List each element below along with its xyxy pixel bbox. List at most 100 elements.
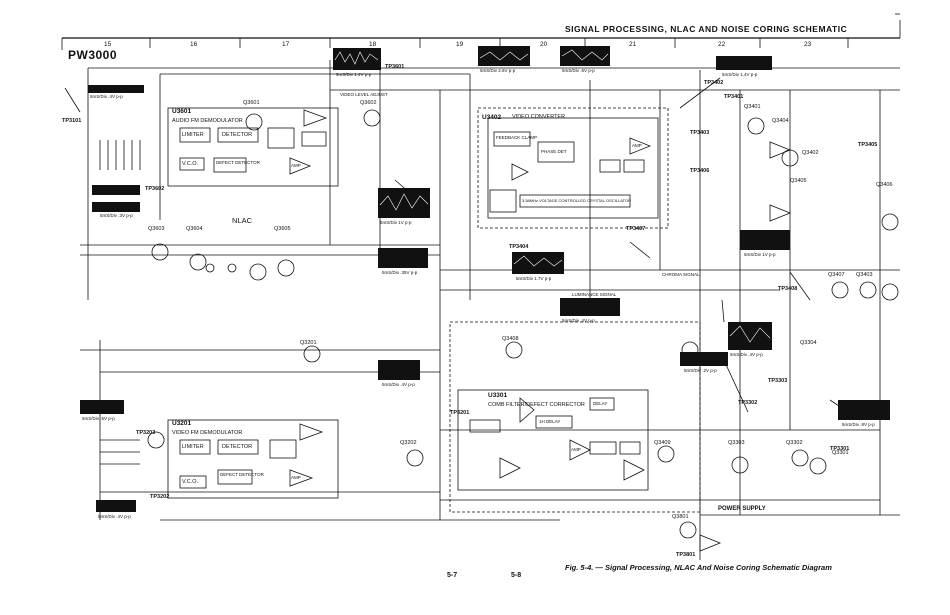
- test-point-label: TP3302: [738, 400, 758, 406]
- test-point-label: TP3406: [690, 168, 710, 174]
- u3201-defect: DEFECT DETECTOR: [220, 472, 264, 477]
- test-point-label: TP3403: [690, 130, 710, 136]
- u3201-ref: U3201: [172, 420, 192, 427]
- u3402-feedback: FEEDBACK CLAMP: [496, 135, 538, 140]
- test-point-label: TP3407: [626, 226, 646, 232]
- u3601-detector: DETECTOR: [222, 132, 253, 138]
- test-point-label: TP3401: [724, 94, 744, 100]
- transistor-label: Q3301: [832, 450, 849, 456]
- schematic-title: SIGNAL PROCESSING, NLAC AND NOISE CORING…: [565, 24, 848, 34]
- page-number-left: 5-7: [447, 572, 458, 579]
- scope-label: 5mS/Div 1V p-p: [380, 220, 412, 225]
- transistor-label: Q3602: [360, 100, 377, 106]
- transistor-label: Q3603: [148, 226, 165, 232]
- test-point-label: TP3801: [676, 552, 696, 558]
- scope-label: 5mS/Div 2.6V p-p: [480, 68, 516, 73]
- u3201-detector: DETECTOR: [222, 444, 253, 450]
- u3201-name: VIDEO FM DEMODULATOR: [172, 430, 243, 436]
- u3201-limiter: LIMITER: [182, 444, 204, 450]
- u3301-amp: AMP: [571, 447, 581, 452]
- u3301-h-delay: 1H DELAY: [539, 419, 561, 424]
- column-number: 19: [456, 41, 464, 48]
- transistor-label: Q3406: [876, 182, 893, 188]
- test-point-label: TP3203: [136, 430, 156, 436]
- u3402-name: VIDEO CONVERTER: [512, 114, 566, 120]
- u3601-vco: V.C.O.: [182, 161, 198, 167]
- transistor-label: Q3402: [802, 150, 819, 156]
- power-supply-label: POWER SUPPLY: [718, 506, 766, 512]
- u3402-amp: AMP: [632, 143, 642, 148]
- test-point-label: TP3303: [768, 378, 788, 384]
- column-number: 23: [804, 41, 812, 48]
- transistor-label: Q3409: [654, 440, 671, 446]
- column-number: 18: [369, 41, 377, 48]
- column-number: 17: [282, 41, 290, 48]
- u3601-amp: AMP: [291, 163, 301, 168]
- u3402-phase: PHASE DET: [541, 149, 567, 154]
- column-number: 20: [540, 41, 548, 48]
- video-level-adjust-label: VIDEO LEVEL ADJUST: [340, 92, 388, 97]
- page-number-right: 5-8: [511, 572, 522, 579]
- u3301-name: COMB FILTER/DEFECT CORRECTOR: [488, 402, 585, 408]
- u3301-delay: DELAY: [593, 401, 608, 406]
- test-point-label: TP3402: [704, 80, 724, 86]
- transistor-label: Q3202: [400, 440, 417, 446]
- u3601-name: AUDIO FM DEMODULATOR: [172, 118, 243, 124]
- column-number: 21: [629, 41, 637, 48]
- scope-label: 5mS/Div .2V p-p: [684, 368, 717, 373]
- scope-label: 5mS/Div 1V p-p: [744, 252, 776, 257]
- scope-label: 5mS/Div .5V p-p: [82, 416, 115, 421]
- transistor-label: Q3601: [243, 100, 260, 106]
- transistor-label: Q3605: [274, 226, 291, 232]
- scope-label: 5mS/Div .4V p-p: [98, 514, 131, 519]
- transistor-label: Q3405: [790, 178, 807, 184]
- scope-label: 5mS/Div .35V p-p: [382, 270, 418, 275]
- chroma-signal-label: CHROMA SIGNAL: [662, 272, 700, 277]
- column-number: 16: [190, 41, 198, 48]
- test-point-label: TP3405: [858, 142, 878, 148]
- model-label: PW3000: [68, 48, 118, 62]
- column-number: 15: [104, 41, 112, 48]
- scope-label: 5mS/Div 1.7V p-p: [516, 276, 552, 281]
- scope-label: 5mS/Div .4V p-p: [382, 382, 415, 387]
- transistor-label: Q3303: [728, 440, 745, 446]
- scope-label: 5mS/Div .6V p-p: [562, 68, 595, 73]
- figure-caption: Fig. 5-4. — Signal Processing, NLAC And …: [565, 563, 832, 572]
- transistor-label: Q3404: [772, 118, 789, 124]
- scope-label: 5mS/Div .4V p-p: [562, 318, 595, 323]
- nlac-label: NLAC: [232, 216, 253, 225]
- column-number: 22: [718, 41, 726, 48]
- u3201-amp: AMP: [291, 475, 301, 480]
- test-point-label: TP3404: [509, 244, 529, 250]
- scope-label: 5mS/Div 1.4V p-p: [336, 72, 372, 77]
- transistor-label: Q3304: [800, 340, 817, 346]
- transistor-label: Q3407: [828, 272, 845, 278]
- u3201-vco: V.C.O.: [182, 479, 198, 485]
- transistor-label: Q3401: [744, 104, 761, 110]
- scope-label: 5mS/Div .8V p-p: [842, 422, 875, 427]
- test-point-label: TP3101: [62, 118, 82, 124]
- test-point-label: TP3201: [450, 410, 470, 416]
- transistor-label: Q3801: [672, 514, 689, 520]
- scope-label: 5mS/Div .4V p-p: [730, 352, 763, 357]
- transistor-label: Q3403: [856, 272, 873, 278]
- scope-label: 5mS/Div .4V p-p: [90, 94, 123, 99]
- test-point-label: TP3601: [385, 64, 405, 70]
- luminance-signal-label: LUMINANCE SIGNAL: [572, 292, 617, 297]
- u3402-vcxo: 3.58MHz VOLTAGE CONTROLLED CRYSTAL OSCIL…: [522, 198, 631, 203]
- scope-label: 5mS/Div 1.4V p-p: [722, 72, 758, 77]
- u3402-ref: U3402: [482, 114, 502, 121]
- u3301-ref: U3301: [488, 392, 508, 399]
- test-point-label: TP3408: [778, 286, 798, 292]
- scope-label: 5mS/Div .3V p-p: [100, 213, 133, 218]
- transistor-label: Q3604: [186, 226, 203, 232]
- transistor-label: Q3408: [502, 336, 519, 342]
- transistor-label: Q3201: [300, 340, 317, 346]
- test-point-label: TP3202: [150, 494, 170, 500]
- u3601-ref: U3601: [172, 108, 192, 115]
- u3601-defect: DEFECT DETECTOR: [216, 160, 260, 165]
- u3601-limiter: LIMITER: [182, 132, 204, 138]
- test-point-label: TP3602: [145, 186, 165, 192]
